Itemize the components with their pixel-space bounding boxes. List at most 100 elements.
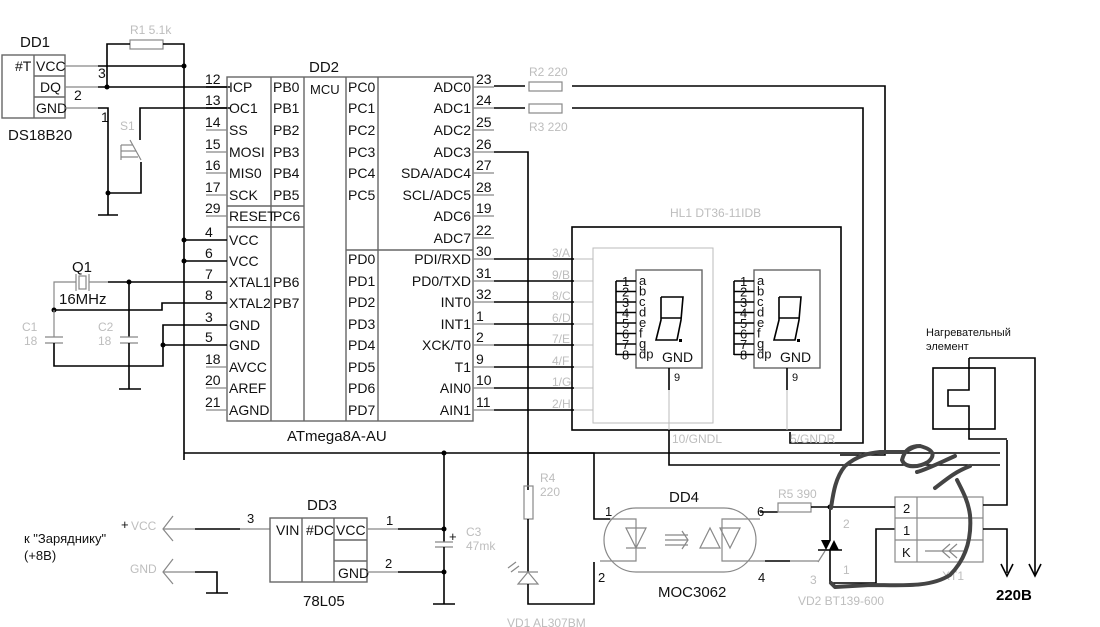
hl1-input-label: 3/A (552, 246, 570, 260)
dd2-right-pin-num: 11 (476, 394, 491, 410)
digit-left-seg-label: a (639, 273, 647, 288)
digit-left-seg-label: c (639, 294, 646, 309)
dd2-left-pin-name: XTAL2 (229, 295, 271, 311)
dd2-left-pin-num: 5 (205, 329, 213, 345)
dd2-right-pin-port: PD1 (348, 273, 375, 289)
dd2-left-pin-name: ICP (229, 79, 252, 95)
digit-right-pin-num: 2 (740, 285, 747, 300)
digit-left-seg-label: e (639, 315, 646, 330)
dd2-right-pin-name: ADC0 (434, 79, 472, 95)
dd4-ref: DD4 (669, 489, 699, 506)
digit-left-seg-label: b (639, 284, 646, 299)
digit-right-seg-label: d (757, 305, 764, 320)
digit-right-seg-label: dp (757, 347, 771, 362)
charger-vcc-sign: + (121, 517, 129, 532)
dd2-left-pin-num: 29 (205, 200, 221, 216)
hl1-input-label: 1/G (552, 375, 571, 389)
r1-label: R1 5.1k (130, 23, 172, 37)
dd2-right-pin-num: 22 (476, 222, 492, 238)
dd2-left-pin-port: PB4 (273, 165, 300, 181)
dd2-right-pin-port: PD6 (348, 380, 375, 396)
digit-right-seg-label: a (757, 273, 765, 288)
digit-right-seg-label: e (757, 315, 764, 330)
digit-right-pin-num: 1 (740, 274, 747, 289)
dd2-left-pin-num: 13 (205, 92, 221, 108)
dd2-right-pins: 23ADC0PC024ADC1PC125ADC2PC226ADC3PC327SD… (348, 71, 494, 418)
dd2-right-pin-port: PC2 (348, 122, 375, 138)
dd2-left-pin-num: 15 (205, 136, 221, 152)
xt1-row-k: K (902, 545, 911, 560)
dd3-pin-dc: #DC (306, 522, 334, 538)
c3-value: 47mk (466, 539, 496, 553)
c3-capacitor: + C3 47mk (433, 450, 496, 605)
dd2-left-pin-port: PB1 (273, 100, 300, 116)
dd2-right-pin-name: ADC6 (434, 208, 472, 224)
digit-left-pin-num: 3 (622, 295, 629, 310)
vd2-triac: 2 1 3 VD2 BT139-600 (798, 507, 884, 608)
r1-resistor: R1 5.1k (106, 23, 185, 460)
dd3-pin-in: 3 (247, 511, 254, 526)
c1-capacitor: C1 18 (22, 310, 164, 367)
dd2-right-pin-name: PD0/TXD (412, 273, 471, 289)
r2-label: R2 220 (529, 65, 568, 79)
dd2-left-pin-name: VCC (229, 253, 259, 269)
heater-label-1: Нагревательный (926, 327, 1011, 339)
digit-right-pin-num: 7 (740, 337, 747, 352)
dd2-left-pin-name: AREF (229, 380, 266, 396)
dd2-left-pin-num: 6 (205, 245, 213, 261)
dd2-right-pin-name: ADC3 (434, 144, 472, 160)
digit-left-seg-label: g (639, 336, 646, 351)
dd2-right-pin-port: PC5 (348, 187, 375, 203)
dd2-right-pin-port: PD4 (348, 337, 375, 353)
hl1-gnd-left: 10/GNDL (672, 432, 722, 446)
dd1-pin-dq: DQ (40, 79, 61, 95)
dd2-right-pin-name: AIN0 (440, 380, 471, 396)
dd4-pin4: 4 (758, 570, 765, 585)
charger-label-1: к "Заряднику" (24, 531, 106, 546)
dd2-right-pin-num: 28 (476, 179, 492, 195)
r4-resistor: R4 220 (523, 471, 560, 572)
digit-left-pin-num: 4 (622, 306, 629, 321)
digit-right-gnd-pin: 9 (792, 372, 798, 384)
dd2-left-pin-port: PB3 (273, 144, 300, 160)
dd1-part: DS18B20 (8, 127, 72, 144)
dd2-left-pin-port: PC6 (273, 208, 300, 224)
dd2-right-pin-name: SCL/ADC5 (403, 187, 472, 203)
charger-label-2: (+8В) (24, 548, 56, 563)
mains-label: 220В (996, 587, 1032, 604)
dd2-left-pin-name: XTAL1 (229, 274, 271, 290)
dd2-right-pin-num: 25 (476, 114, 492, 130)
dd2-right-pin-name: SDA/ADC4 (401, 165, 471, 181)
dd2-left-pin-name: SCK (229, 187, 258, 203)
dd2-right-pin-num: 9 (476, 351, 484, 367)
dd1-sensor: DD1 #T VCC DQ GND DS18B20 3 2 1 (1, 34, 109, 144)
r3-label: R3 220 (529, 120, 568, 134)
c2-ref: C2 (98, 320, 114, 334)
dd2-right-pin-name: INT1 (441, 316, 472, 332)
digit-left-seg-label: f (639, 326, 643, 341)
dd3-regulator: DD3 VIN #DC VCC GND 78L05 1 2 (269, 497, 444, 610)
dd2-right-pin-port: PC4 (348, 165, 375, 181)
digit-left-seg-label: d (639, 305, 646, 320)
dd2-right-pin-port: PD5 (348, 359, 375, 375)
dd2-right-pin-name: ADC7 (434, 230, 472, 246)
digit-right-pin-num: 5 (740, 316, 747, 331)
dd4-pin1: 1 (605, 504, 612, 519)
dd2-left-pin-name: MOSI (229, 144, 265, 160)
r4-value: 220 (540, 485, 560, 499)
hand-drawn-jumper (829, 444, 973, 589)
digit-right-seg-label: c (757, 294, 764, 309)
dd3-pin-vcc: VCC (336, 522, 366, 538)
dd2-left-pin-name: RESET (229, 208, 276, 224)
dd4-part: MOC3062 (658, 584, 726, 601)
dd2-left-pin-name: SS (229, 122, 248, 138)
dd2-center: MCU (310, 82, 340, 97)
dd2-right-pin-num: 32 (476, 286, 492, 302)
digit-right-seg-label: b (757, 284, 764, 299)
hl1-input-label: 6/D (552, 311, 571, 325)
hl1-input-label: 2/H (552, 397, 571, 411)
dd2-right-pin-name: XCK/T0 (422, 337, 471, 353)
dd2-left-pin-num: 18 (205, 351, 221, 367)
dd2-right-pin-num: 1 (476, 308, 484, 324)
